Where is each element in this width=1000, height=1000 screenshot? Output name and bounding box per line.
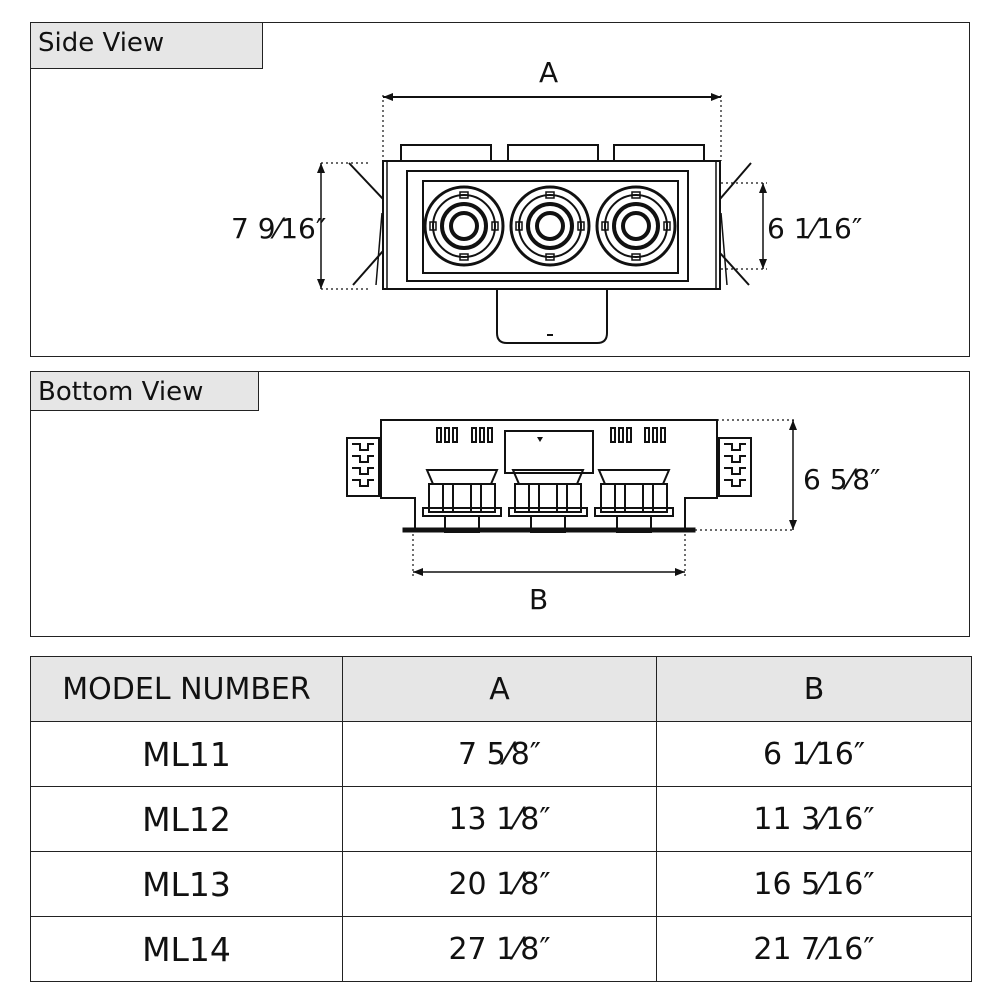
height-outer-label: 7 9⁄16″: [231, 212, 327, 245]
dim-a-label: A: [539, 56, 559, 89]
table-row: ML14 27 1⁄8″ 21 7⁄16″: [30, 916, 972, 982]
bottom-view-drawing: [346, 419, 797, 576]
side-view-panel: Side View: [30, 22, 970, 357]
a-cell: 7 5⁄8″: [342, 721, 657, 787]
model-cell: ML12: [30, 786, 343, 852]
housing-inner-frame: [406, 170, 689, 282]
model-cell: ML11: [30, 721, 343, 787]
bottom-height-label: 6 5⁄8″: [803, 463, 881, 496]
table-header-row: MODEL NUMBER A B: [30, 656, 972, 722]
table-row: ML12 13 1⁄8″ 11 3⁄16″: [30, 786, 972, 852]
dim-b-label: B: [529, 583, 549, 616]
a-cell: 27 1⁄8″: [342, 916, 657, 982]
driver-box-bottom: [504, 430, 594, 474]
side-view-drawing: [317, 93, 767, 344]
model-dimensions-table: MODEL NUMBER A B ML11 7 5⁄8″ 6 1⁄16″ ML1…: [30, 656, 972, 982]
mounting-clip-right-top: [719, 162, 752, 200]
driver-box: [496, 289, 608, 344]
bottom-lamp-3: [594, 469, 674, 533]
height-inner-label: 6 1⁄16″: [767, 212, 863, 245]
b-cell: 16 5⁄16″: [656, 851, 972, 917]
housing-outer: [382, 160, 721, 290]
table-row: ML13 20 1⁄8″ 16 5⁄16″: [30, 851, 972, 917]
b-cell: 21 7⁄16″: [656, 916, 972, 982]
model-cell: ML14: [30, 916, 343, 982]
lamp-head-3: [595, 185, 677, 267]
top-cap-left: [400, 144, 492, 162]
bottom-lamp-2: [508, 469, 588, 533]
b-cell: 6 1⁄16″: [656, 721, 972, 787]
vents-left: [436, 427, 493, 443]
lamp-head-1: [423, 185, 505, 267]
side-clip-left: [346, 437, 380, 497]
housing-lens-window: [422, 180, 679, 274]
lamp-head-2: [509, 185, 591, 267]
a-cell: 13 1⁄8″: [342, 786, 657, 852]
bottom-view-panel: Bottom View: [30, 371, 970, 637]
a-cell: 20 1⁄8″: [342, 851, 657, 917]
b-cell: 11 3⁄16″: [656, 786, 972, 852]
lamp-heads: [423, 185, 677, 267]
bottom-view-title: Bottom View: [31, 372, 259, 411]
mounting-clip-left-top: [348, 162, 384, 200]
table-row: ML11 7 5⁄8″ 6 1⁄16″: [30, 721, 972, 787]
bottom-lamp-1: [422, 469, 502, 533]
vents-right: [610, 427, 666, 443]
header-a: A: [342, 656, 657, 722]
header-model-number: MODEL NUMBER: [30, 656, 343, 722]
side-view-title: Side View: [31, 23, 263, 69]
top-cap-right: [613, 144, 705, 162]
header-b: B: [656, 656, 972, 722]
side-clip-right: [718, 437, 752, 497]
top-cap-middle: [507, 144, 599, 162]
model-cell: ML13: [30, 851, 343, 917]
